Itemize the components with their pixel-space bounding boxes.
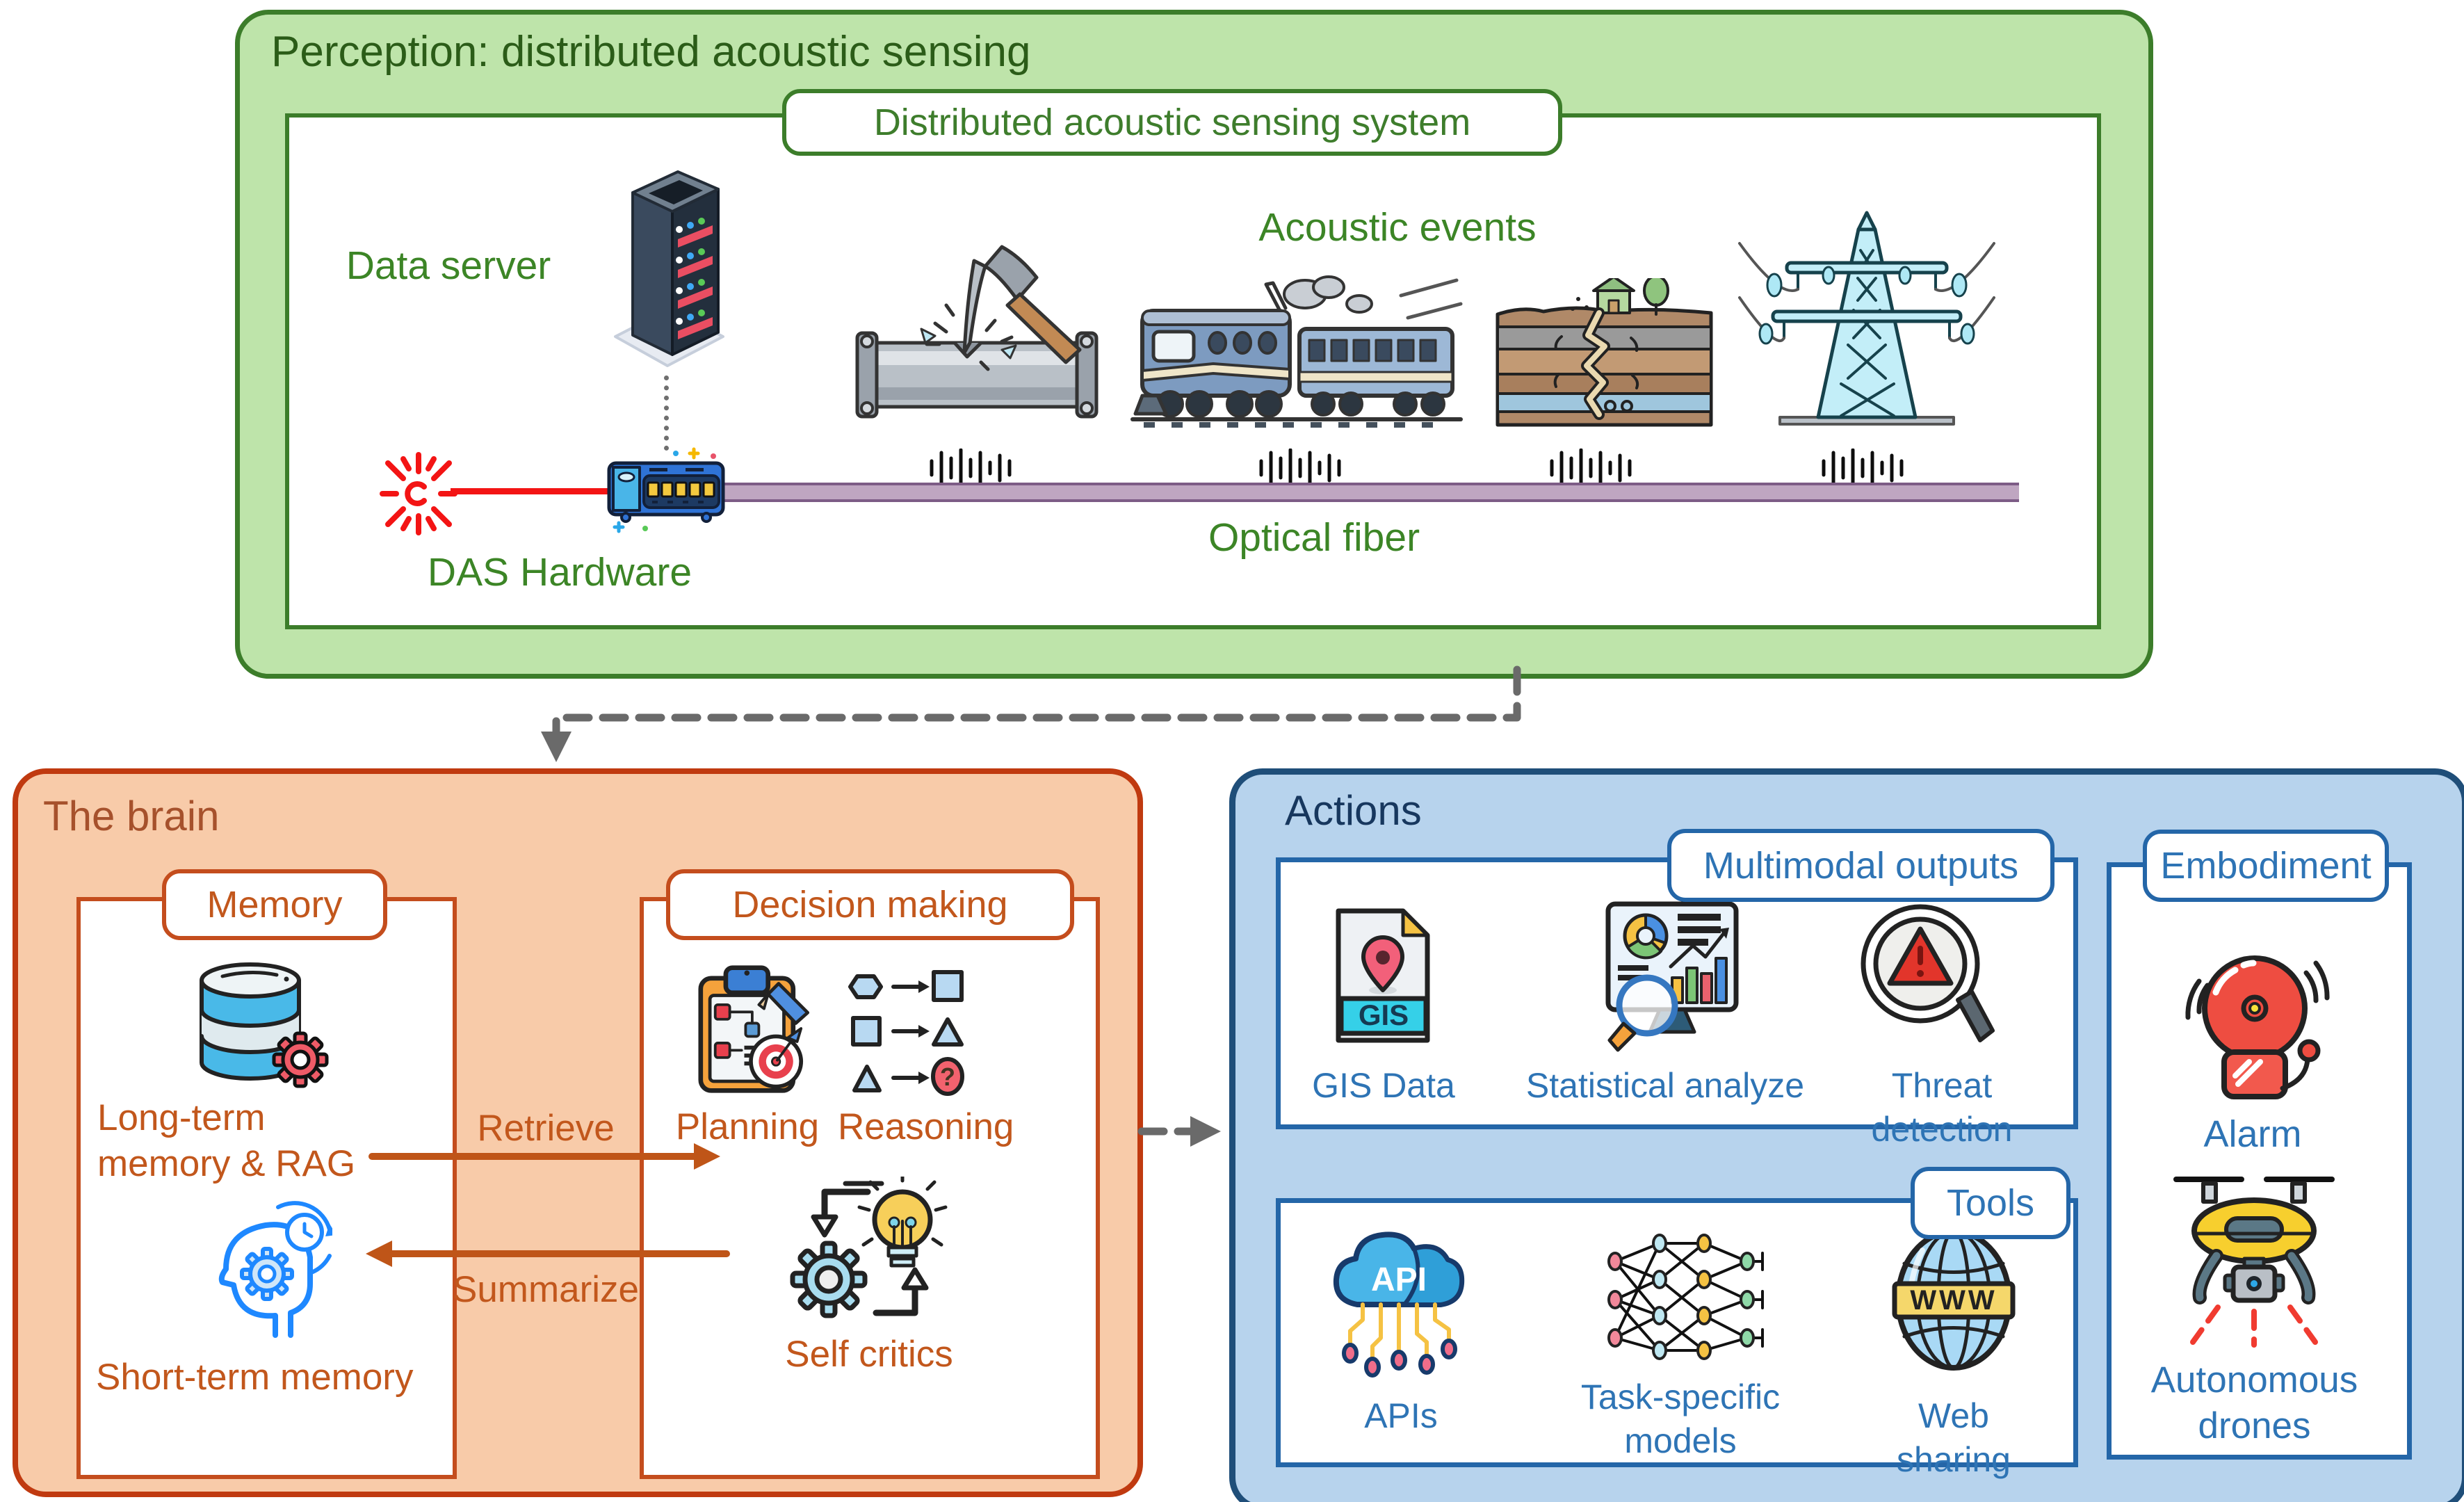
web-sharing-label: Web sharing [1897,1396,2011,1479]
alarm-label: Alarm [2203,1113,2302,1155]
train-icon [1130,275,1463,428]
memory-header-label: Memory [206,884,343,926]
self-critics-icon [790,1177,948,1318]
gis-data-label: GIS Data [1312,1066,1455,1105]
laser-icon [380,452,457,535]
acoustic-events-label: Acoustic events [1258,205,1537,250]
das-hardware-label: DAS Hardware [427,550,692,595]
decision-making-header: Decision making [666,869,1074,940]
data-server-icon [614,170,724,367]
gis-badge-text: GIS [1359,999,1409,1031]
summarize-label: Summarize [452,1269,639,1310]
power-tower-icon [1738,211,1995,426]
earthquake-icon [1496,278,1713,427]
long-term-memory-icon [200,962,329,1088]
reasoning-label: Reasoning [838,1106,1014,1147]
waveform-icon [930,449,1012,487]
tools-header: Tools [1911,1167,2070,1239]
brain-title: The brain [43,793,220,839]
long-term-memory-label: Long-term memory & RAG [97,1097,356,1185]
autonomous-drones-label: Autonomous drones [2150,1359,2358,1447]
memory-header: Memory [162,869,387,940]
multimodal-outputs-header-label: Multimodal outputs [1703,844,2019,887]
das-system-header: Distributed acoustic sensing system [782,89,1562,156]
apis-icon: API [1333,1232,1465,1378]
alarm-icon [2185,955,2330,1099]
threat-detection-icon [1861,904,1995,1042]
reasoning-icon: ? [848,970,964,1096]
waveform-icon [1822,449,1904,487]
retrieve-label: Retrieve [477,1108,615,1149]
tools-header-label: Tools [1946,1182,2035,1224]
reasoning-question-glyph: ? [940,1063,955,1091]
planning-icon [698,965,810,1093]
task-specific-models-label: Task-specific models [1580,1378,1781,1460]
multimodal-outputs-header: Multimodal outputs [1667,829,2054,902]
pickaxe-pipe-icon [855,245,1099,419]
statistical-analyze-label: Statistical analyze [1525,1066,1805,1105]
data-server-label: Data server [346,243,551,288]
self-critics-label: Self critics [785,1334,953,1375]
statistical-analyze-icon [1605,901,1739,1052]
www-badge-text: WWW [1910,1285,1997,1316]
embodiment-header: Embodiment [2143,830,2389,902]
das-system-header-label: Distributed acoustic sensing system [873,102,1471,143]
autonomous-drones-icon [2173,1177,2335,1348]
optical-fiber-line [724,483,2019,502]
optical-fiber-label: Optical fiber [1208,515,1420,560]
short-term-memory-label: Short-term memory [96,1357,414,1398]
embodiment-header-label: Embodiment [2160,845,2372,887]
decision-making-header-label: Decision making [732,884,1008,926]
actions-title: Actions [1285,787,1422,834]
server-to-das-dotted-line [664,376,669,451]
waveform-icon [1550,449,1632,487]
web-sharing-icon: WWW [1892,1229,2016,1371]
perception-title: Perception: distributed acoustic sensing [271,28,1031,76]
apis-label: APIs [1364,1396,1438,1435]
das-hardware-icon [607,447,725,533]
perception-to-brain-arrow [541,665,1521,762]
short-term-memory-icon [218,1201,332,1338]
planning-label: Planning [675,1106,820,1147]
waveform-icon [1259,449,1341,487]
gis-data-icon: GIS [1336,908,1430,1043]
laser-beam [451,488,612,494]
api-badge-text: API [1371,1261,1427,1298]
task-specific-models-icon [1607,1234,1764,1360]
threat-detection-label: Threat detection [1871,1066,2013,1149]
